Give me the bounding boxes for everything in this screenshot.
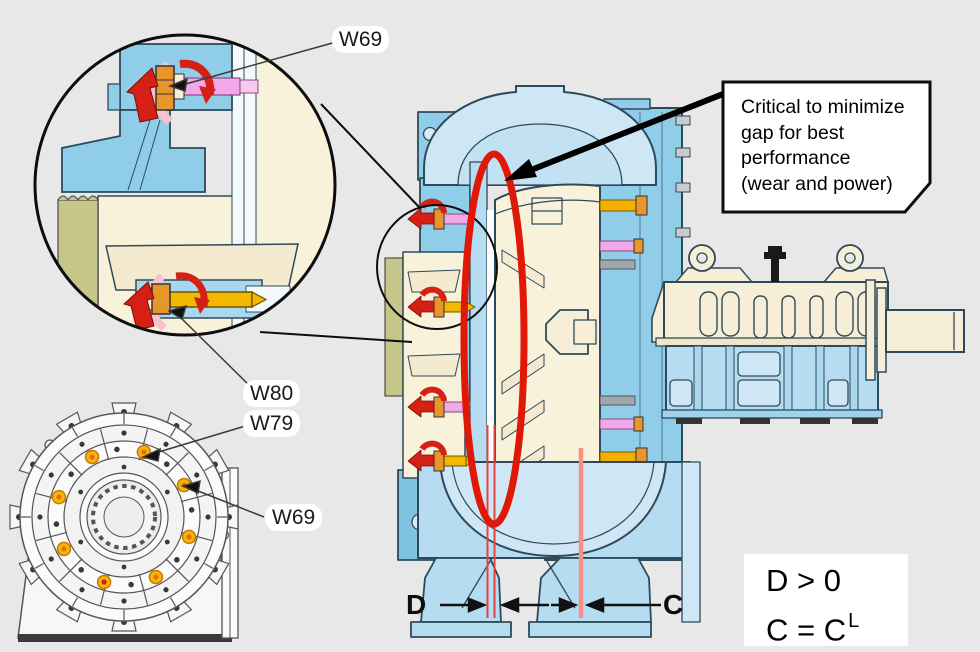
casing-stud-bolts [675,115,691,238]
callout-w69-bottom: W69 [265,504,323,531]
grease-fitting-icon [764,252,786,259]
bearing-housing [663,281,889,343]
magnifier-link [259,103,498,343]
shaft-end [885,309,965,353]
annotation-arrow [504,91,725,181]
suction-flange [384,257,404,397]
annotation-line: Critical to minimize [741,96,905,118]
volute-bottom [410,461,701,638]
annotation-line: performance [741,147,851,169]
dimension-label-c: C [663,589,684,620]
front-view-baseplate [18,634,232,642]
annotation-box-shape [721,80,932,214]
magnified-region-circle [376,204,498,330]
dimension-label-d: D [406,589,427,620]
loosen-arrow-icon [123,281,155,331]
bearing-assembly [651,244,965,424]
dimension-arrows [440,597,661,613]
pump-front-view [9,402,239,642]
formula-line-1: D > 0 [766,563,841,598]
detail-circle-outline [33,33,337,337]
casing-joint-bolts [599,195,648,468]
formula-box-shape [744,554,908,646]
annotation-line: gap for best [741,121,844,144]
coupling-disk [865,279,876,381]
highlighted-bolt-icons [50,443,198,591]
formula-superscript: L [848,610,860,632]
gap-highlight-ellipse [460,150,528,528]
annotation-line: (wear and power) [741,172,893,195]
w80-bolt-detail [123,272,291,331]
annotation-text: Critical to minimize gap for best perfor… [741,95,926,197]
callout-w79: W79 [243,410,301,437]
loosen-arrow-icon [126,67,159,123]
detail-inset [33,33,337,337]
callout-w80: W80 [243,380,301,407]
callout-leaders [140,41,337,518]
callout-w69-top: W69 [332,26,390,53]
